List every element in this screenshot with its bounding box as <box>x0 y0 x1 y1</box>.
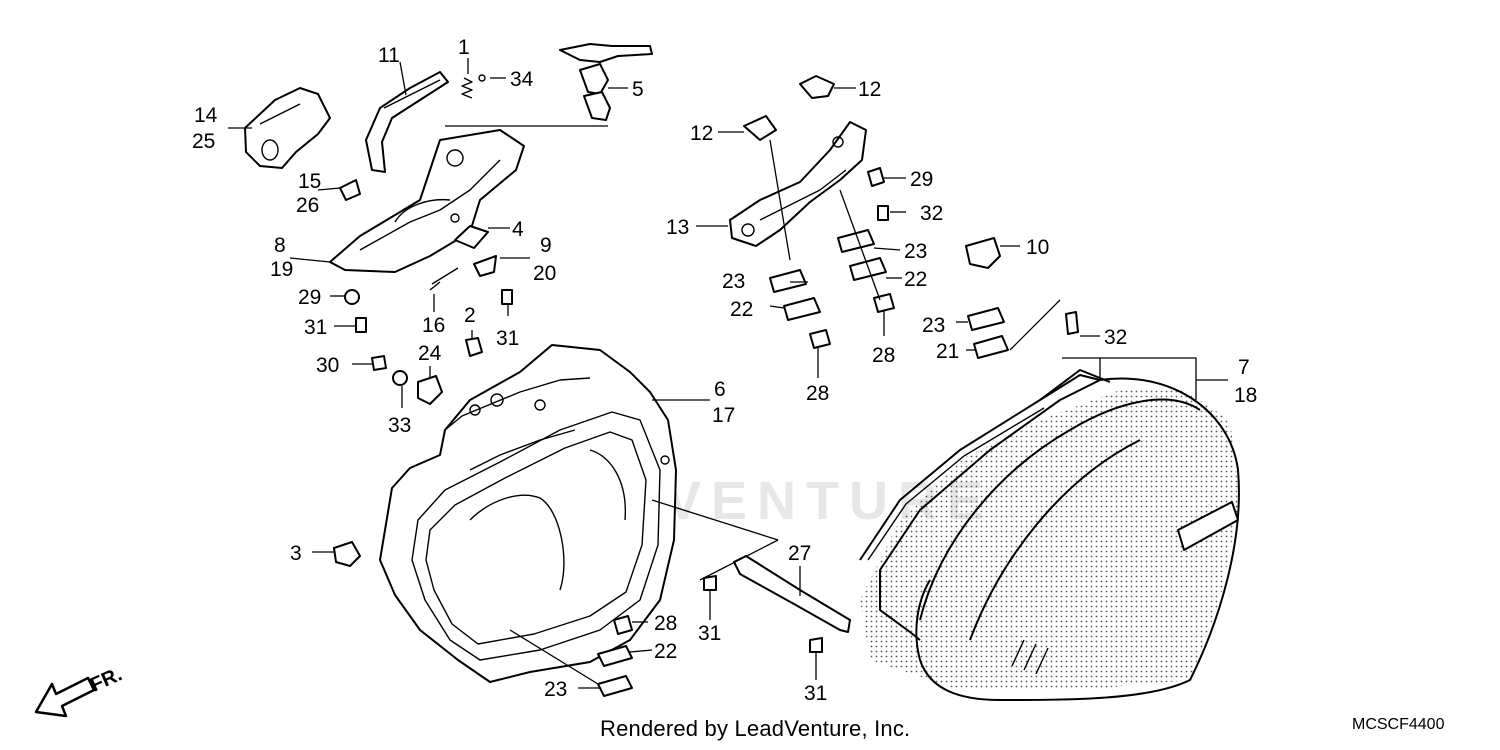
part-label: 16 <box>422 314 445 337</box>
part-label: 20 <box>533 262 556 285</box>
clip-part <box>339 179 361 201</box>
part-label: 23 <box>904 240 927 263</box>
part-label: 12 <box>690 122 713 145</box>
part-label: 1 <box>458 36 470 59</box>
part-label: 15 <box>298 170 321 193</box>
nut-28 <box>613 615 633 635</box>
hinge-10 <box>965 237 1001 269</box>
part-label: 22 <box>730 298 753 321</box>
screw-32 <box>1065 311 1079 335</box>
pad-23 <box>769 269 807 293</box>
pad-22 <box>597 645 633 667</box>
seal-21 <box>973 335 1009 359</box>
screw-31 <box>501 289 513 305</box>
damper-24 <box>417 375 443 405</box>
part-label: 29 <box>298 286 321 309</box>
handle <box>365 71 449 173</box>
part-label: 28 <box>872 344 895 367</box>
mount-bracket <box>729 75 867 247</box>
part-label: 26 <box>296 194 319 217</box>
part-label: 23 <box>722 270 745 293</box>
pad-22 <box>783 297 821 321</box>
part-label: 10 <box>1026 236 1049 259</box>
part-label: 14 <box>194 104 218 127</box>
part-label: 32 <box>920 202 943 225</box>
part-label: 29 <box>910 168 933 191</box>
screw-31 <box>703 575 717 591</box>
part-label: 31 <box>304 316 327 339</box>
diagram-code: MCSCF4400 <box>1352 716 1445 733</box>
part-label: 31 <box>804 682 827 705</box>
nut-28 <box>809 329 831 349</box>
part-label: 2 <box>464 304 476 327</box>
part-label: 7 <box>1238 356 1250 379</box>
part-label: 28 <box>654 612 677 635</box>
front-direction-arrow-icon: FR. <box>34 663 125 718</box>
leader-lines <box>228 58 1228 689</box>
cap-3 <box>333 541 361 567</box>
part-label: 23 <box>922 314 945 337</box>
part-label: 25 <box>192 130 215 153</box>
part-label: 28 <box>806 382 829 405</box>
grommet-29 <box>867 167 885 187</box>
pad-23 <box>597 675 633 697</box>
part-label: 5 <box>632 78 644 101</box>
washer-33 <box>392 370 408 386</box>
direction-label: FR. <box>87 663 125 696</box>
part-label: 27 <box>788 542 811 565</box>
handle-cover <box>244 87 331 169</box>
part-label: 3 <box>290 542 302 565</box>
pad-23 <box>967 307 1005 331</box>
bracket-27 <box>651 499 851 633</box>
part-label: 12 <box>858 78 881 101</box>
part-label: 31 <box>496 327 519 350</box>
cap-2 <box>465 337 483 357</box>
screw-32 <box>877 205 889 221</box>
outer-cover <box>859 369 1240 701</box>
nut-28 <box>873 293 895 313</box>
part-label: 34 <box>510 68 534 91</box>
part-label: 21 <box>936 340 959 363</box>
screw-31 <box>355 317 367 333</box>
pad-23 <box>837 229 875 253</box>
lever-part <box>473 255 497 277</box>
part-label: 8 <box>274 234 286 257</box>
pad-22 <box>849 257 887 281</box>
screw-31 <box>809 637 823 653</box>
saddlebag-lid <box>329 129 525 273</box>
part-label: 22 <box>654 640 677 663</box>
spring-part <box>461 74 506 99</box>
part-label: 22 <box>904 268 927 291</box>
badge <box>1177 501 1239 551</box>
part-label: 31 <box>698 622 721 645</box>
part-label: 24 <box>418 342 442 365</box>
bolt-30 <box>371 355 387 371</box>
grommet-29 <box>344 289 360 305</box>
part-label: 33 <box>388 414 411 437</box>
footer-credit: Rendered by LeadVenture, Inc. <box>600 716 911 741</box>
part-label: 6 <box>714 378 726 401</box>
part-label: 4 <box>512 218 524 241</box>
part-label: 30 <box>316 354 339 377</box>
seal-plate <box>454 225 489 249</box>
part-label: 17 <box>712 404 735 427</box>
part-label: 23 <box>544 678 567 701</box>
pin-part <box>429 267 459 291</box>
part-label: 32 <box>1104 326 1127 349</box>
saddlebag-body <box>379 344 677 683</box>
part-label: 19 <box>270 258 293 281</box>
part-label: 11 <box>378 44 400 67</box>
lock-assembly <box>445 43 653 127</box>
part-label: 9 <box>540 234 552 257</box>
part-label: 18 <box>1234 384 1257 407</box>
part-label: 13 <box>666 216 689 239</box>
